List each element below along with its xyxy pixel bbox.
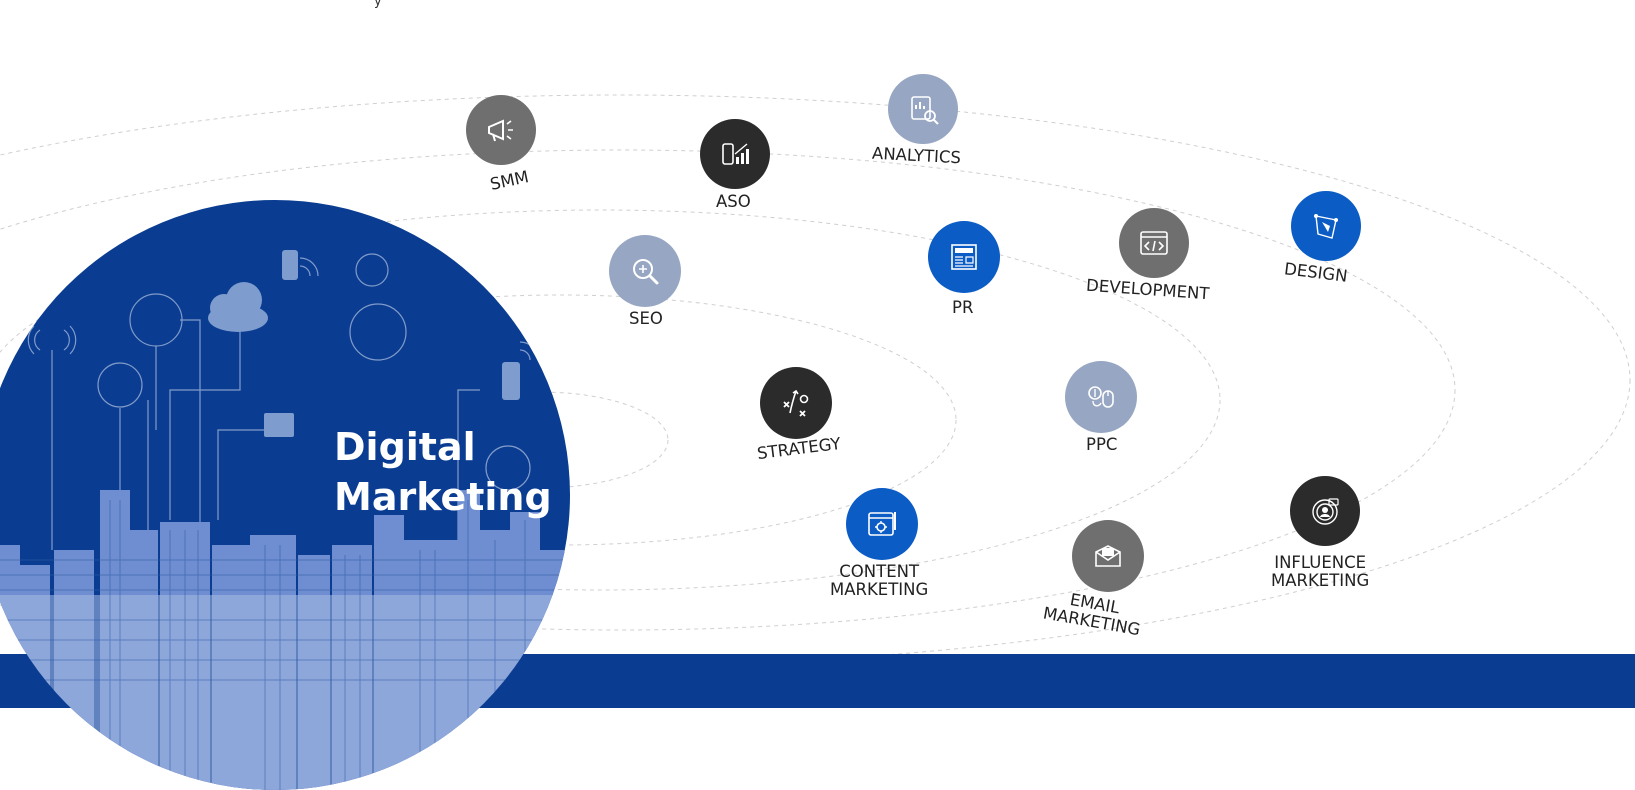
seo-label: SEO: [629, 309, 663, 328]
money-mouse-icon: [1088, 386, 1114, 408]
influencer-icon: [1312, 498, 1339, 525]
playbook-icon: [783, 389, 809, 417]
ppc-node[interactable]: [1065, 361, 1137, 433]
development-node[interactable]: [1119, 208, 1189, 278]
content-gear-icon: [868, 512, 896, 536]
megaphone-icon: [488, 119, 513, 142]
strategy-node[interactable]: [760, 367, 832, 439]
magnifier-icon: [633, 259, 659, 285]
hero-title: Digital Marketing: [334, 422, 552, 522]
design-node[interactable]: [1291, 191, 1361, 261]
newspaper-icon: [951, 244, 977, 270]
envelope-icon: [1095, 545, 1121, 567]
content-marketing-node[interactable]: [846, 488, 918, 560]
analytics-node[interactable]: [888, 74, 958, 144]
content-marketing-label: CONTENT MARKETING: [830, 562, 929, 599]
pr-label: PR: [952, 298, 974, 317]
seo-node[interactable]: [609, 235, 681, 307]
ppc-label: PPC: [1086, 435, 1118, 454]
code-window-icon: [1140, 231, 1168, 255]
pen-tool-icon: [1314, 214, 1338, 239]
pr-node[interactable]: [928, 221, 1000, 293]
aso-label: ASO: [716, 192, 751, 211]
smm-node[interactable]: [466, 95, 536, 165]
hero-title-line1: Digital: [334, 425, 476, 469]
hero-circle: Digital Marketing: [0, 200, 570, 790]
influence-marketing-node[interactable]: [1290, 476, 1360, 546]
top-text-fragment: y: [374, 0, 382, 9]
report-magnifier-icon: [911, 96, 939, 125]
phone-chart-icon: [722, 143, 749, 165]
aso-node[interactable]: [700, 119, 770, 189]
email-marketing-node[interactable]: [1072, 520, 1144, 592]
hero-title-line2: Marketing: [334, 475, 552, 519]
influence-marketing-label: INFLUENCE MARKETING: [1271, 553, 1370, 590]
